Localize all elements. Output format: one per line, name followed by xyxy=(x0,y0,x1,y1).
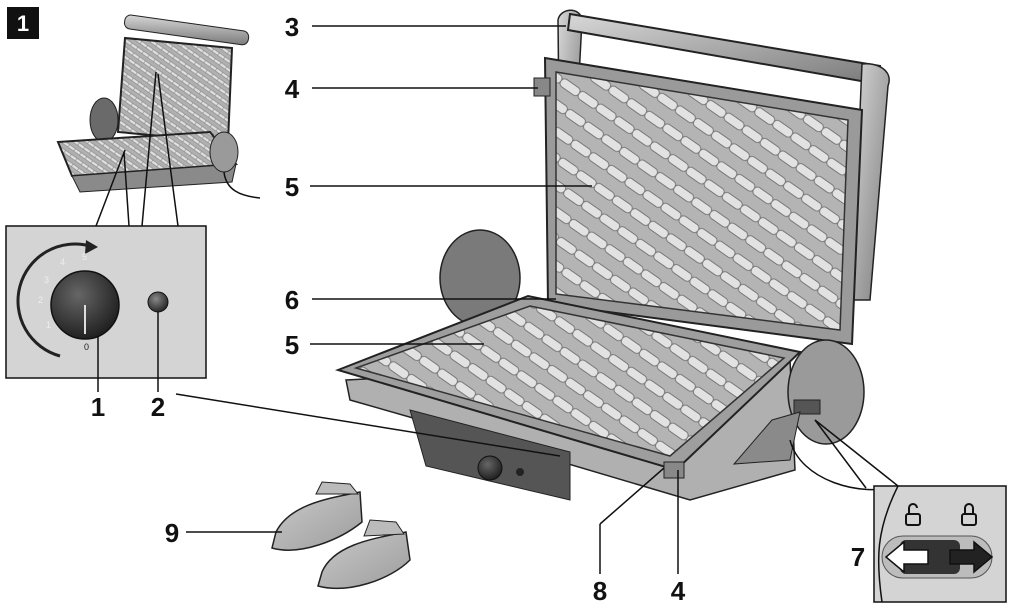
overview-grill xyxy=(56,14,261,199)
indicator-lamp xyxy=(147,291,169,313)
lock-icon xyxy=(961,503,977,526)
callout-5-lower: 5 xyxy=(285,330,299,360)
unlock-icon xyxy=(905,503,921,526)
dial-mark-2: 2 xyxy=(38,295,43,305)
arrow-right-icon xyxy=(949,540,994,574)
figure-number-badge: 1 xyxy=(7,7,39,39)
callout-labels: 3 4 5 6 5 1 2 9 8 4 7 xyxy=(91,12,865,606)
zoom-lines xyxy=(95,71,179,227)
callout-5-upper: 5 xyxy=(285,172,299,202)
drip-trays xyxy=(271,481,411,590)
callout-4-bottom: 4 xyxy=(671,576,686,606)
leader-lines xyxy=(97,25,679,574)
dial-mark-0: 0 xyxy=(84,342,89,352)
callout-8: 8 xyxy=(593,576,607,606)
dial-arrow-icon xyxy=(85,240,98,254)
callout-4-top: 4 xyxy=(285,74,300,104)
callout-9: 9 xyxy=(165,518,179,548)
lock-slider-inset xyxy=(814,419,1007,603)
hinge-lock-disc xyxy=(787,339,865,445)
control-panel-inset: 0 1 2 3 4 5 xyxy=(5,225,207,379)
dial-mark-5: 5 xyxy=(82,252,87,262)
upper-grill-plate xyxy=(555,71,849,331)
arrow-left-icon xyxy=(884,540,929,574)
callout-1: 1 xyxy=(91,392,105,422)
base-front-panel xyxy=(409,409,571,501)
main-grill xyxy=(334,9,901,501)
callout-2: 2 xyxy=(151,392,165,422)
dial-mark-1: 1 xyxy=(46,320,51,330)
dial-mark-4: 4 xyxy=(60,257,65,267)
callout-7: 7 xyxy=(851,542,865,572)
dial-mark-3: 3 xyxy=(44,275,49,285)
callout-3: 3 xyxy=(285,12,299,42)
figure-number: 1 xyxy=(17,11,29,36)
callout-6: 6 xyxy=(285,285,299,315)
